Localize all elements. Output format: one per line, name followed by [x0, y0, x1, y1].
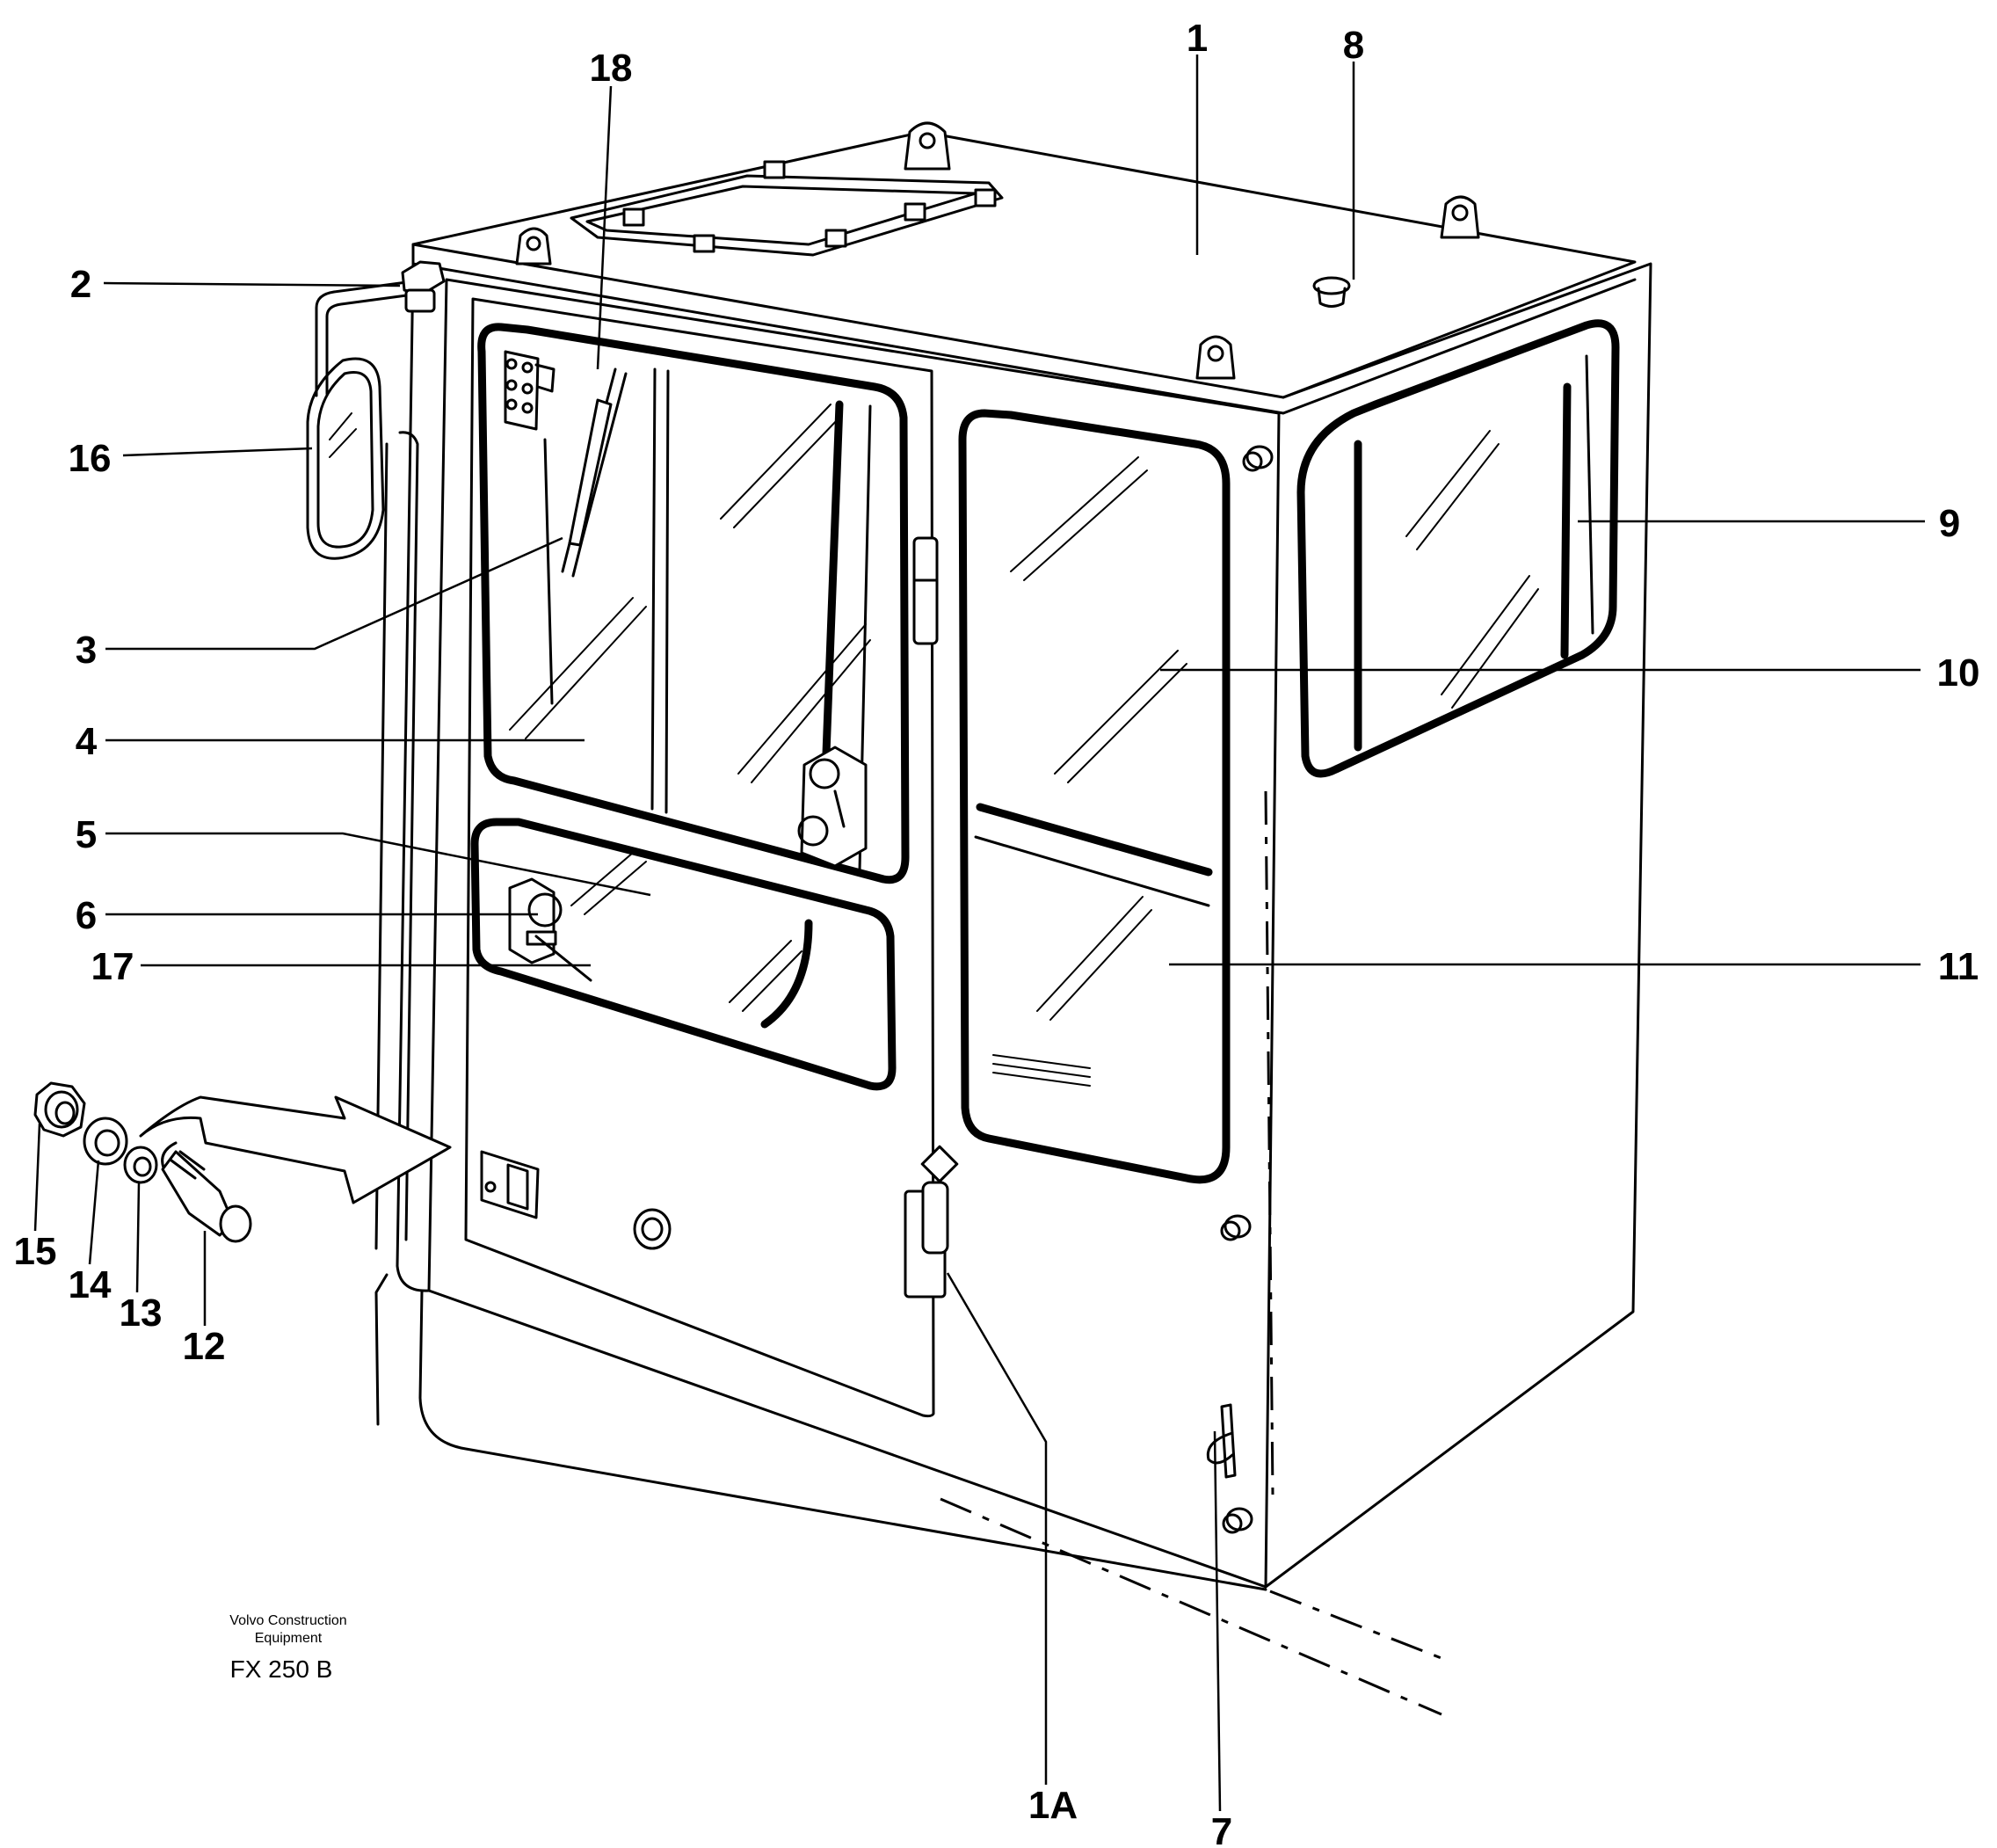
leader-13 — [135, 1182, 141, 1293]
door-hinge-upper — [912, 536, 939, 645]
footer-line1: Volvo Construction — [229, 1613, 346, 1628]
lock-washer — [83, 1117, 128, 1166]
lifting-eye — [1195, 335, 1236, 380]
footer-code: FX 250 B — [230, 1655, 333, 1683]
lifting-eyes — [515, 121, 1480, 380]
callout-1a: 1A — [1028, 1784, 1078, 1827]
bolt — [1242, 445, 1274, 472]
mirror-bracket — [401, 260, 446, 313]
leader-7 — [1213, 1430, 1222, 1812]
window-slide-rail — [820, 400, 844, 804]
lock-seal-ring — [123, 1146, 158, 1184]
leader-3 — [105, 536, 563, 651]
roof-hatch — [570, 160, 1004, 257]
rear-view-mirror — [306, 280, 415, 560]
roof-connector — [1312, 276, 1351, 308]
callout-5: 5 — [76, 813, 97, 856]
leader-2 — [103, 281, 401, 287]
callout-3: 3 — [76, 629, 97, 672]
door-handle — [480, 1150, 540, 1219]
center-lines — [940, 790, 1451, 1716]
hatch-clip-1 — [622, 207, 645, 227]
lock-nut — [33, 1081, 86, 1138]
callout-2: 2 — [70, 263, 91, 306]
leader-15 — [33, 1123, 41, 1232]
leader-14 — [88, 1160, 100, 1265]
door-upper-window — [477, 323, 910, 884]
footer-caption: Volvo Construction Equipment FX 250 B — [229, 1613, 346, 1683]
lifting-eye — [515, 227, 552, 266]
leader-5 — [105, 832, 651, 897]
hatch-clip-6 — [763, 160, 786, 179]
callout-10: 10 — [1937, 651, 1980, 695]
leader-16 — [122, 447, 313, 457]
callout-8: 8 — [1343, 24, 1364, 67]
callout-4: 4 — [76, 720, 98, 763]
callout-15: 15 — [14, 1230, 57, 1273]
exploded-view-arrow — [139, 1095, 452, 1204]
hatch-clip-4 — [904, 202, 926, 222]
hatch-clip-3 — [824, 229, 847, 248]
front-window — [958, 409, 1231, 1184]
cab-door — [464, 297, 959, 1418]
hatch-clip-5 — [974, 188, 997, 207]
callout-7: 7 — [1211, 1810, 1232, 1848]
cab-body — [374, 130, 1652, 1591]
lock-cylinder — [161, 1141, 252, 1243]
footer-line2: Equipment — [255, 1631, 323, 1646]
door-lock-cylinder — [633, 1208, 672, 1250]
leader-18 — [596, 85, 613, 370]
side-window — [1296, 319, 1620, 778]
door-lower-window — [470, 818, 897, 1091]
lifting-eye — [904, 121, 951, 171]
exploded-lock-parts — [33, 1081, 252, 1243]
gas-strut — [534, 935, 592, 982]
callout-1: 1 — [1187, 17, 1208, 60]
side-bolts — [1220, 445, 1274, 1534]
door-hinge-lower — [904, 1145, 959, 1299]
lifting-eye — [1440, 195, 1480, 239]
rear-latch — [1206, 1403, 1237, 1479]
window-catch — [797, 746, 868, 868]
leader-1a — [946, 1272, 1048, 1785]
hatch-clip-2 — [693, 234, 715, 253]
callout-14: 14 — [69, 1263, 112, 1306]
callout-6: 6 — [76, 894, 97, 937]
callout-labels: 1 1A 2 3 4 5 6 7 8 9 10 11 12 13 14 15 1… — [14, 17, 1980, 1848]
callout-18: 18 — [590, 47, 633, 90]
bolt — [1220, 1214, 1252, 1241]
callout-17: 17 — [91, 945, 134, 988]
callout-12: 12 — [183, 1325, 226, 1368]
leader-lines — [33, 55, 1925, 1812]
bolt — [1222, 1507, 1253, 1534]
callout-9: 9 — [1939, 502, 1960, 545]
callout-11: 11 — [1938, 945, 1979, 988]
callout-16: 16 — [69, 437, 112, 480]
callout-13: 13 — [120, 1291, 163, 1335]
wiper-assembly — [504, 350, 628, 705]
